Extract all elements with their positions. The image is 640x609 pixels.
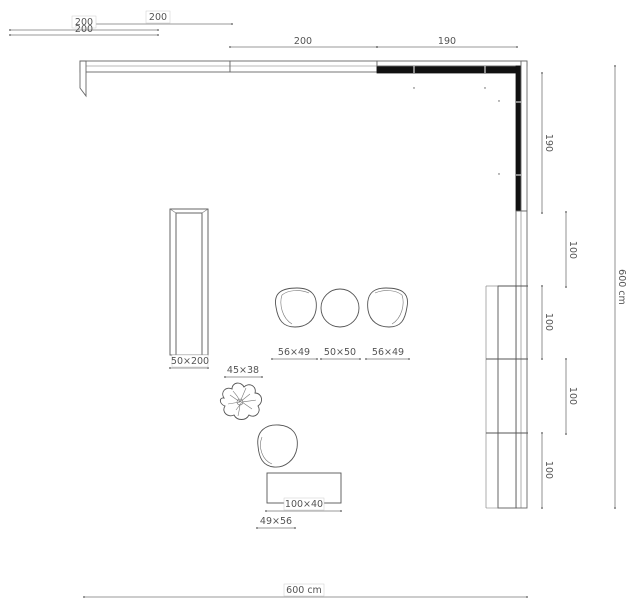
wall-left-return (79, 60, 87, 98)
chair-left: 56×49 (271, 287, 318, 360)
dim-right-190: 190 (543, 134, 554, 152)
wall-right-dark (515, 65, 522, 212)
bench: 50×200 (169, 208, 209, 369)
table: 100×40 (265, 472, 342, 512)
label-plant: 45×38 (227, 365, 259, 376)
top-wall-dimensions: 200 190 (229, 36, 518, 48)
wall-top-left (79, 60, 231, 73)
dim-top-200-a: 200 (149, 12, 167, 23)
dim-total-width: 600 cm (286, 585, 322, 596)
chair-right: 56×49 (365, 287, 410, 360)
label-chair-right: 56×49 (372, 347, 404, 358)
dim-top-200-b: 200 (75, 17, 93, 28)
dim-wall-190: 190 (438, 36, 456, 47)
label-chair-bottom: 49×56 (260, 516, 292, 527)
walls (79, 60, 528, 509)
chair-bottom: 49×56 (256, 424, 298, 529)
wall-shelving (485, 285, 528, 509)
wall-right-lower (515, 210, 528, 509)
dim-right-100-b: 100 (543, 313, 554, 331)
plant-icon (219, 382, 262, 420)
right-dimensions: 190 100 100 100 100 600 cm (541, 65, 627, 509)
label-table: 100×40 (285, 499, 323, 510)
label-bench: 50×200 (171, 356, 209, 367)
dim-top-200-c: 200 (75, 24, 93, 35)
bottom-dimension: 600 cm (83, 583, 528, 598)
round-table: 50×50 (320, 288, 361, 360)
wall-top-middle (229, 60, 378, 73)
label-round-table: 50×50 (324, 347, 356, 358)
top-left-dimensions: 200 200 200 (9, 10, 233, 36)
dim-right-100-c: 100 (567, 387, 578, 405)
label-chair-left: 56×49 (278, 347, 310, 358)
dim-right-100-a: 100 (567, 241, 578, 259)
dim-total-height: 600 cm (616, 269, 627, 305)
wall-top-right-dark (376, 65, 522, 74)
plant: 45×38 (219, 365, 263, 420)
dim-right-100-d: 100 (543, 461, 554, 479)
shelf-unit (497, 285, 517, 509)
dim-wall-200: 200 (294, 36, 312, 47)
